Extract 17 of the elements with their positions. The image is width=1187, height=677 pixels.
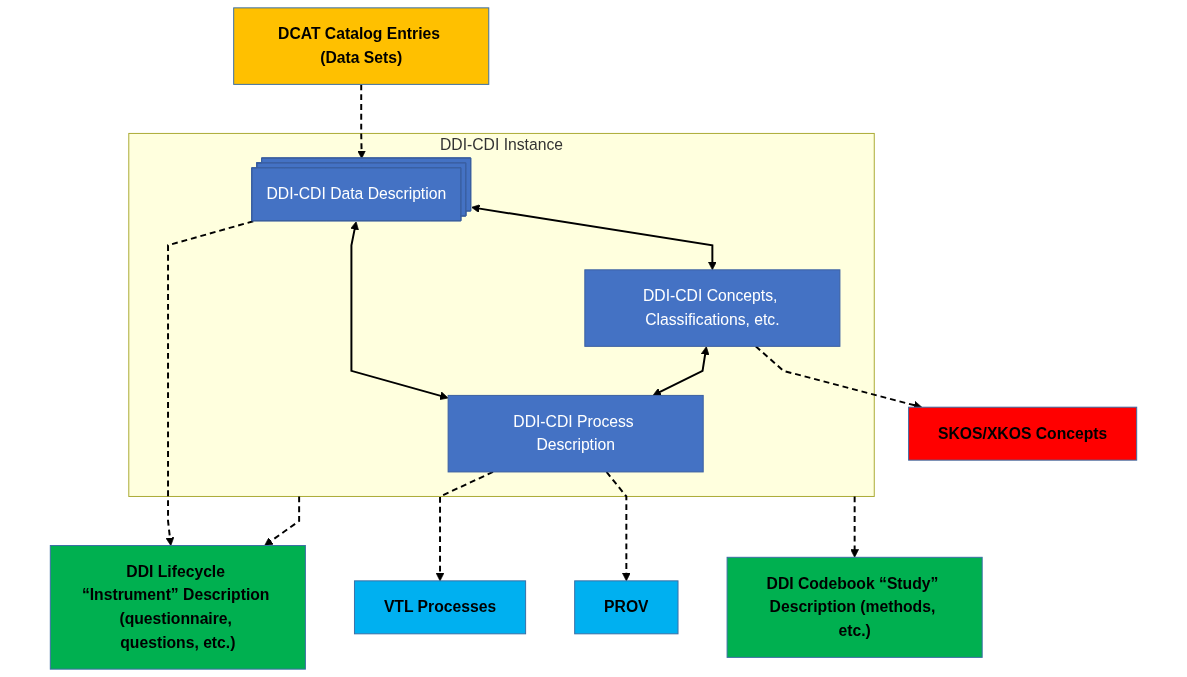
node-box: VTL Processes	[353, 580, 527, 635]
node-box: DCAT Catalog Entries (Data Sets)	[233, 7, 490, 85]
arrow	[471, 204, 717, 271]
node-box: DDI Codebook “Study” Description (methods, etc.)	[726, 556, 983, 658]
node-box: DDI-CDI Process Description	[447, 394, 704, 473]
arrow	[264, 495, 301, 546]
arrow	[605, 470, 631, 582]
arrow	[350, 221, 449, 400]
node-box: DDI Lifecycle “Instrument” Description (questionnaire, questions, etc.)	[49, 545, 306, 670]
arrow	[357, 83, 366, 159]
arrow	[652, 346, 710, 396]
arrow	[435, 470, 494, 582]
node-box: DDI-CDI Concepts, Classifications, etc.	[584, 269, 841, 347]
node-box: PROV	[574, 580, 679, 635]
arrow	[850, 495, 859, 558]
arrow	[165, 220, 255, 546]
node-box: SKOS/XKOS Concepts	[908, 406, 1138, 461]
